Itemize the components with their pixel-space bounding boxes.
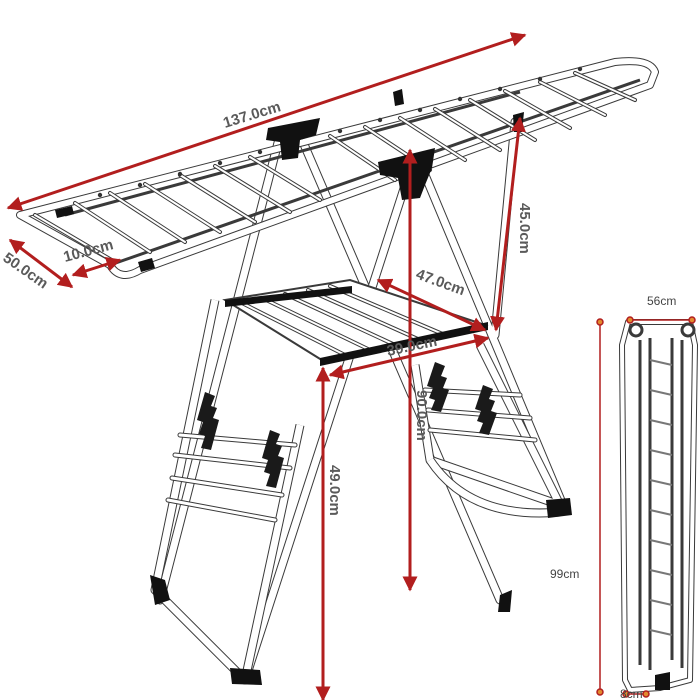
shelf-width-arrow [376, 278, 487, 332]
spacing-arrow [71, 256, 122, 279]
length-arrow [6, 32, 527, 211]
width-arrow [8, 238, 74, 289]
folded-dimension-lines [596, 316, 696, 698]
folded-width-label: 56cm [647, 294, 676, 308]
folded-depth-label: 8cm [620, 687, 643, 700]
folded-height-label: 99cm [550, 567, 579, 581]
rack-illustration [16, 57, 659, 685]
wing-height-label: 45.0cm [516, 203, 533, 254]
total-height-label: 90.0cm [413, 390, 430, 441]
shelf-height-label: 49.0cm [326, 465, 343, 516]
dimension-arrows [6, 32, 527, 700]
folded-rack [619, 319, 698, 693]
width-label: 50.0cm [0, 249, 51, 292]
wing-height-arrow [490, 116, 526, 332]
shelf-width-label: 47.0cm [414, 266, 468, 299]
foot-caps [150, 498, 572, 685]
folded-rack-inset: 56cm 99cm 8cm [550, 294, 698, 700]
top-wings [16, 57, 659, 279]
rack-feet [150, 299, 565, 685]
